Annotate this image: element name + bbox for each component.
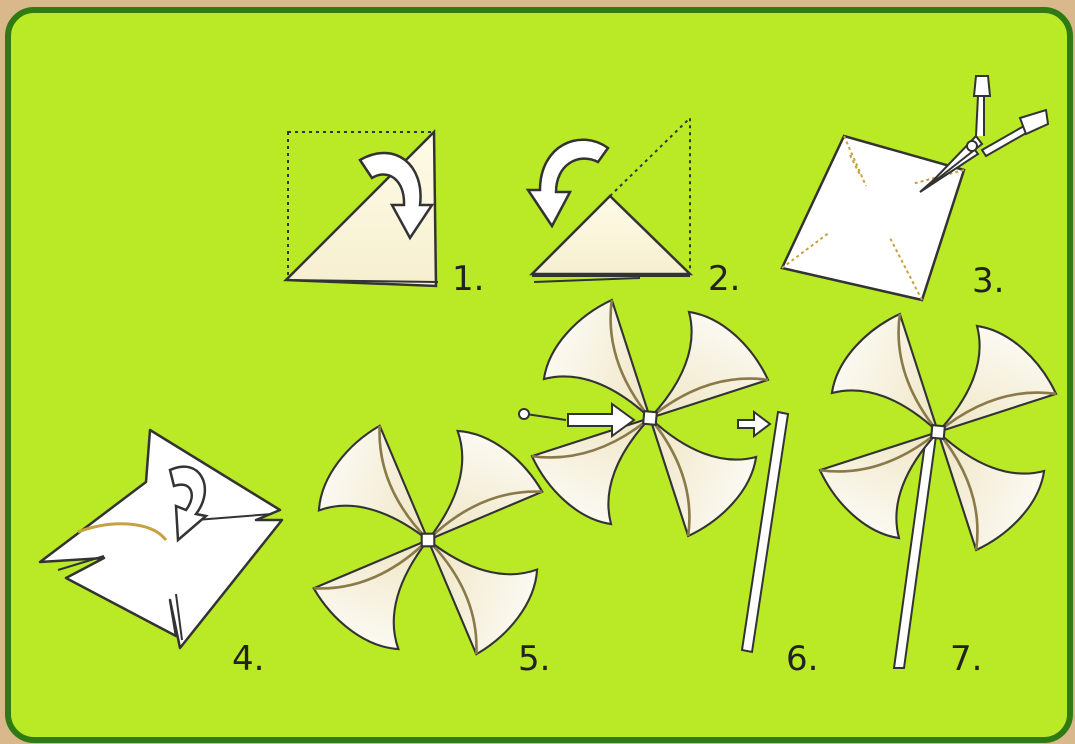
step-7-label: 7. bbox=[950, 639, 982, 679]
step-2-label: 2. bbox=[708, 259, 740, 299]
step-3-label: 3. bbox=[972, 261, 1004, 301]
step-5-label: 5. bbox=[518, 639, 550, 679]
step-4-label: 4. bbox=[232, 639, 264, 679]
step-6-label: 6. bbox=[786, 639, 818, 679]
step-1-label: 1. bbox=[452, 259, 484, 299]
